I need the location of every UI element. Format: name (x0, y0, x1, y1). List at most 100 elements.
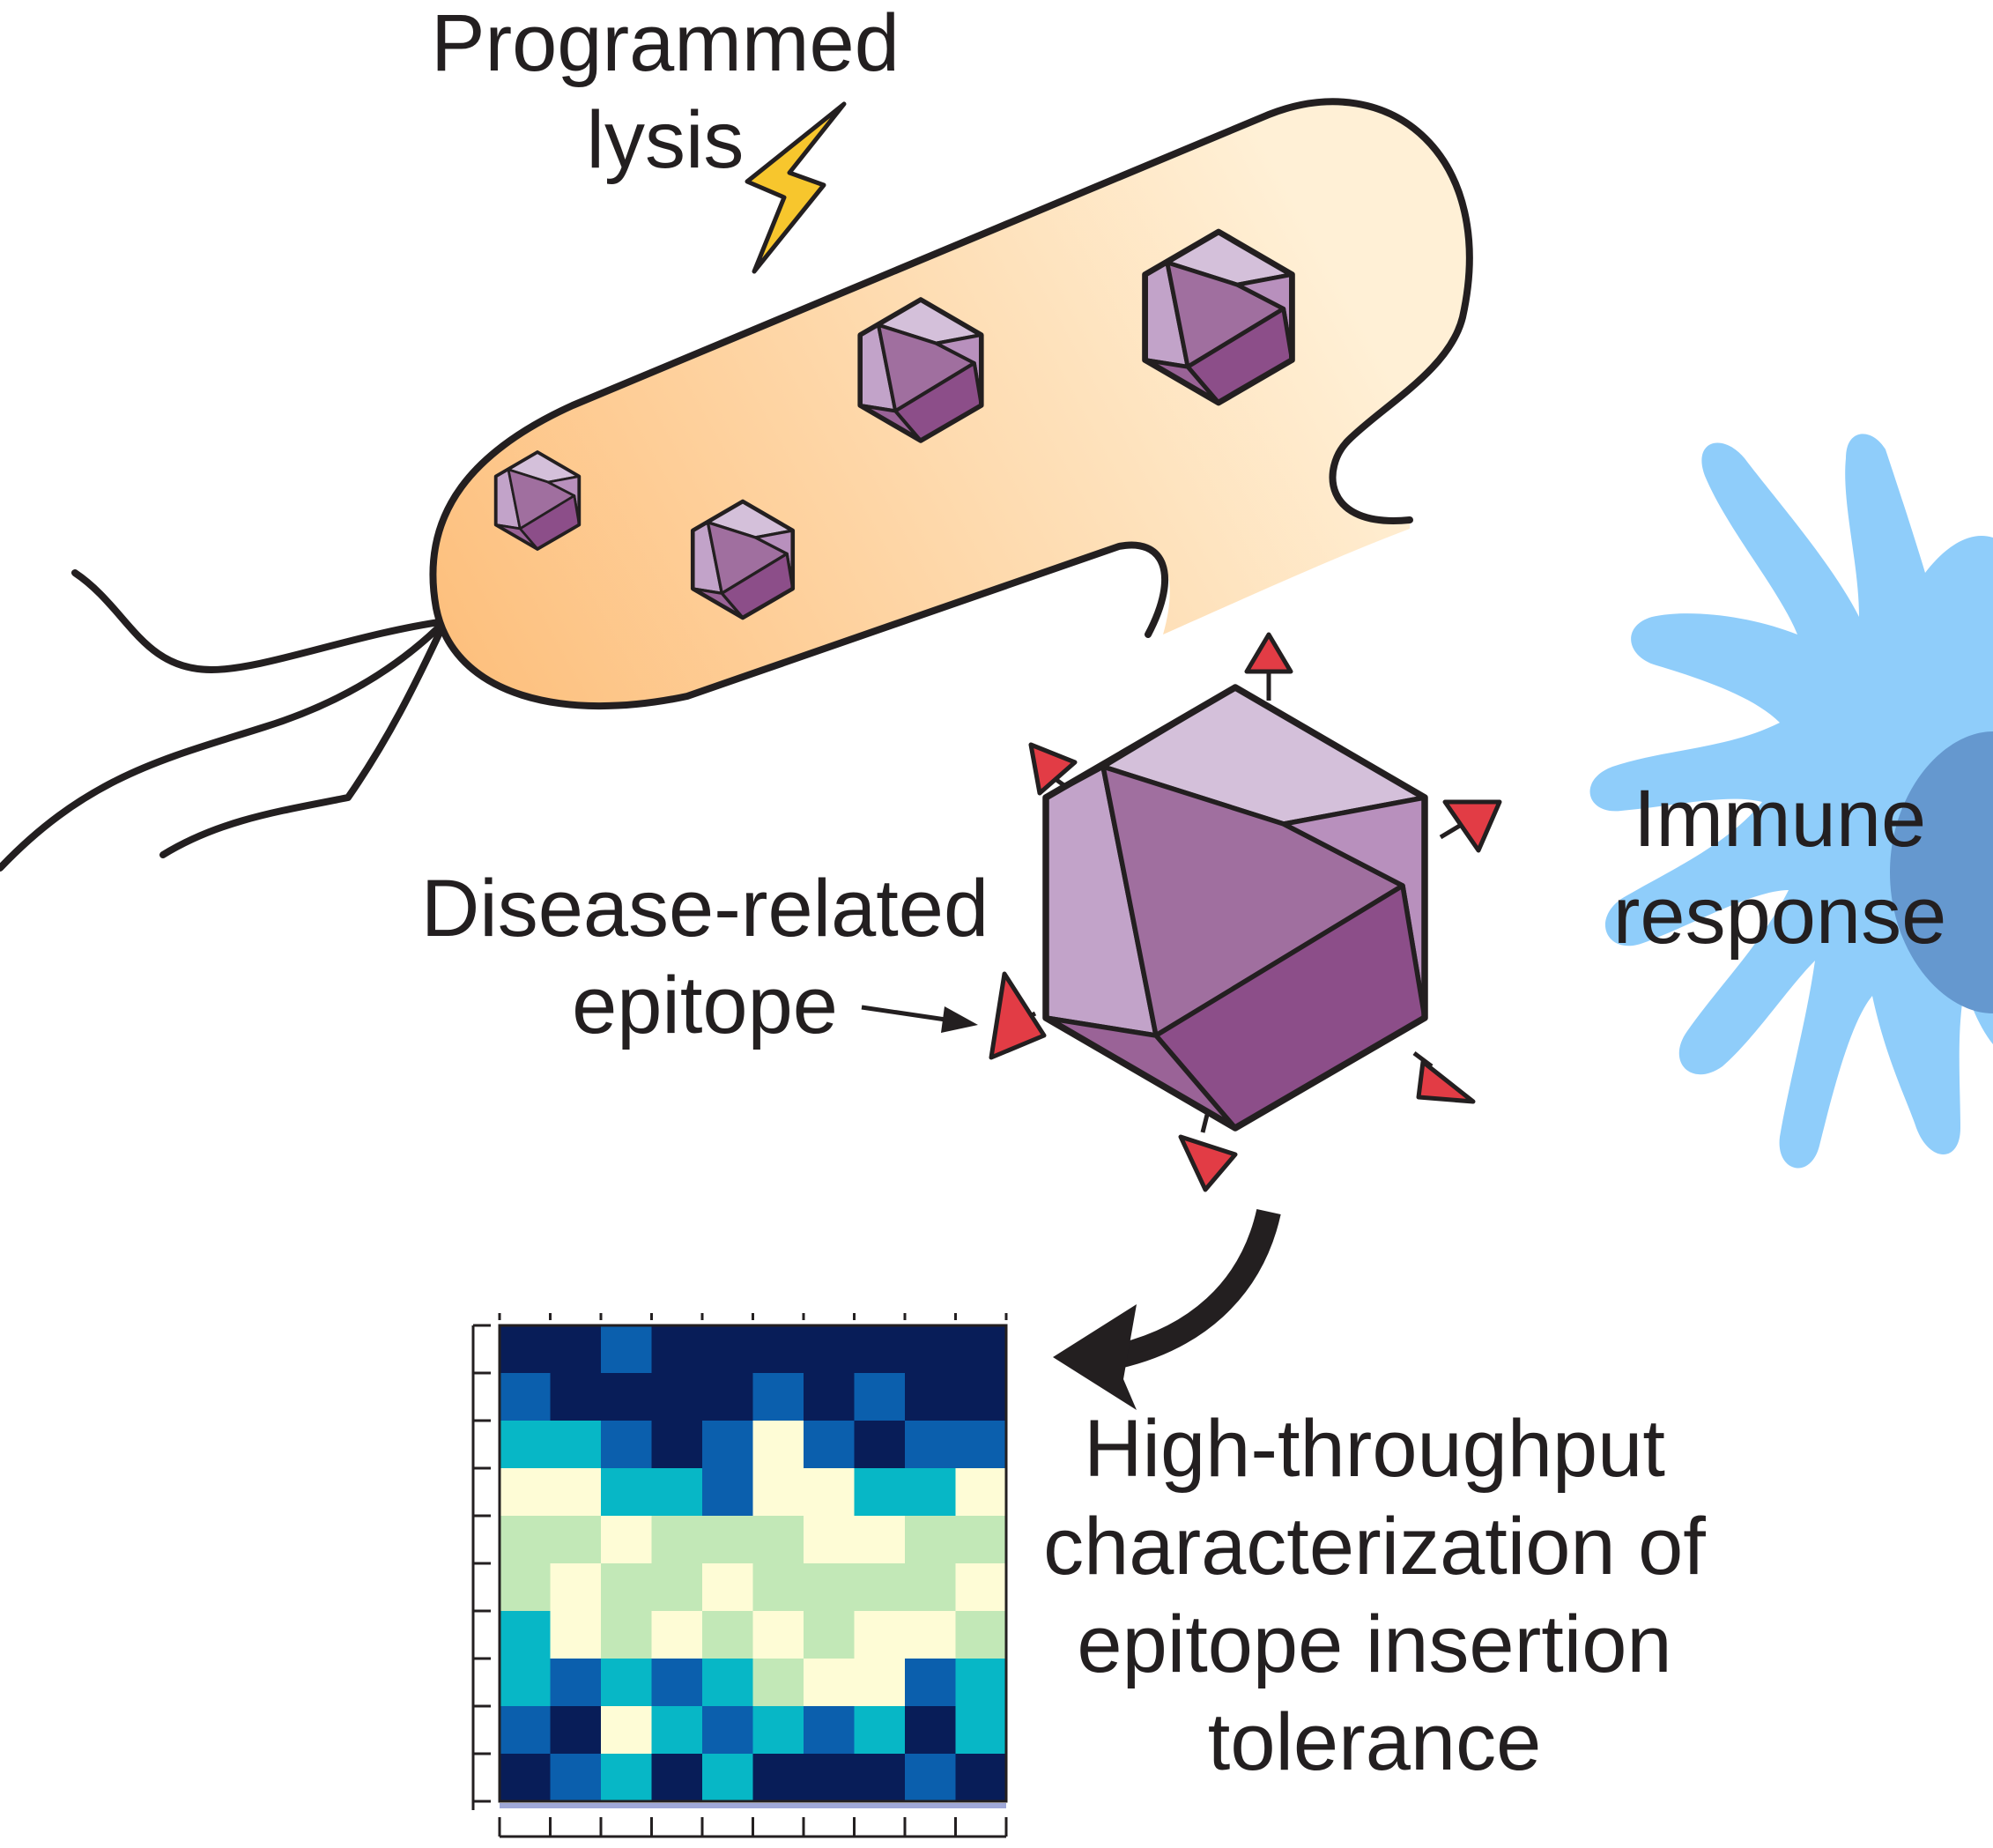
heatmap-cell (752, 1373, 804, 1421)
heatmap-cell (601, 1468, 653, 1517)
heatmap-cell (500, 1754, 552, 1802)
heatmap-cell (804, 1516, 856, 1564)
heatmap-cell (601, 1659, 653, 1707)
heatmap-cell (651, 1563, 703, 1612)
heatmap-cell (955, 1468, 1007, 1517)
heatmap-cell (702, 1706, 754, 1755)
label-programmed-lysis: Programmed lysis (431, 0, 900, 185)
heatmap-cell (550, 1659, 602, 1707)
heatmap-cell (752, 1611, 804, 1659)
label-disease-epitope-line-2: epitope (572, 961, 838, 1050)
heatmap-cell (601, 1421, 653, 1469)
heatmap-cell (651, 1421, 703, 1469)
heatmap-cell (702, 1373, 754, 1421)
heatmap-cell (905, 1325, 957, 1374)
heatmap-cell (905, 1468, 957, 1517)
heatmap-cell (854, 1516, 906, 1564)
heatmap-cell (854, 1325, 906, 1374)
heatmap-cell (752, 1754, 804, 1802)
heatmap-cell (601, 1563, 653, 1612)
label-immune-response-line-1: Immune (1634, 774, 1926, 864)
heatmap-cell (905, 1516, 957, 1564)
heatmap-cell (651, 1706, 703, 1755)
immune-cell (1589, 434, 1993, 1169)
heatmap-cell (955, 1325, 1007, 1374)
heatmap-cell (651, 1516, 703, 1564)
heatmap-cell (854, 1373, 906, 1421)
label-disease-epitope-line-1: Disease-related (421, 864, 989, 954)
heatmap-cell (601, 1373, 653, 1421)
label-high-throughput-line-4: tolerance (1208, 1697, 1541, 1787)
heatmap-cell (601, 1706, 653, 1755)
heatmap-cell (752, 1706, 804, 1755)
epitope-icon (1442, 799, 1502, 853)
label-immune-response: Immune response (1613, 774, 1946, 961)
heatmap-cell (702, 1421, 754, 1469)
heatmap-cell (752, 1421, 804, 1469)
heatmap-cell (752, 1468, 804, 1517)
heatmap-cell (955, 1706, 1007, 1755)
heatmap-cell (752, 1325, 804, 1374)
epitope-icon (1416, 1059, 1476, 1104)
arrowhead-icon (941, 1006, 978, 1033)
heatmap-cell (955, 1611, 1007, 1659)
flagellum-1 (71, 569, 448, 673)
curved-arrow-icon (1053, 1208, 1281, 1410)
epitope-icon (1244, 632, 1293, 674)
heatmap-cell (702, 1325, 754, 1374)
heatmap-cell (601, 1754, 653, 1802)
epitope-icon (1178, 1134, 1238, 1192)
heatmap-cell (905, 1659, 957, 1707)
heatmap-cell (702, 1659, 754, 1707)
label-high-throughput-line-3: epitope insertion (1077, 1599, 1671, 1689)
heatmap-cell (500, 1421, 552, 1469)
heatmap-cell (955, 1516, 1007, 1564)
heatmap-cell (500, 1611, 552, 1659)
heatmap-cell (651, 1468, 703, 1517)
heatmap-cell (550, 1373, 602, 1421)
label-programmed-lysis-line-2: lysis (587, 95, 745, 185)
flagella (0, 569, 448, 872)
heatmap-cell (601, 1611, 653, 1659)
heatmap-cells (500, 1325, 1007, 1802)
heatmap-cell (550, 1706, 602, 1755)
heatmap-cell (702, 1563, 754, 1612)
epitope-icon (1028, 742, 1078, 796)
heatmap-cell (955, 1659, 1007, 1707)
label-immune-response-line-2: response (1613, 871, 1946, 961)
heatmap-cell (651, 1325, 703, 1374)
flagellum-3 (159, 618, 448, 858)
heatmap-cell (752, 1563, 804, 1612)
label-high-throughput-line-1: High-throughput (1084, 1404, 1665, 1494)
heatmap-cell (955, 1754, 1007, 1802)
heatmap-cell (500, 1373, 552, 1421)
heatmap-cell (854, 1563, 906, 1612)
heatmap-cell (804, 1325, 856, 1374)
heatmap-cell (804, 1659, 856, 1707)
heatmap-cell (804, 1468, 856, 1517)
heatmap-cell (955, 1373, 1007, 1421)
heatmap-cell (854, 1421, 906, 1469)
heatmap-cell (651, 1611, 703, 1659)
label-high-throughput-line-2: characterization of (1043, 1502, 1706, 1592)
heatmap (471, 1313, 1008, 1838)
heatmap-cell (854, 1706, 906, 1755)
heatmap-cell (651, 1659, 703, 1707)
lightning-bolt-icon (745, 101, 847, 274)
heatmap-cell (500, 1468, 552, 1517)
heatmap-cell (500, 1516, 552, 1564)
heatmap-cell (702, 1516, 754, 1564)
immune-cell-nucleus (1890, 731, 1993, 1013)
heatmap-ticks (471, 1313, 1008, 1838)
heatmap-cell (752, 1516, 804, 1564)
heatmap-cell (854, 1754, 906, 1802)
heatmap-cell (905, 1706, 957, 1755)
flagellum-2 (0, 618, 448, 872)
heatmap-cell (804, 1563, 856, 1612)
heatmap-cell (500, 1563, 552, 1612)
heatmap-cell (905, 1754, 957, 1802)
heatmap-cell (702, 1611, 754, 1659)
epitopes (989, 632, 1502, 1192)
heatmap-cell (550, 1468, 602, 1517)
